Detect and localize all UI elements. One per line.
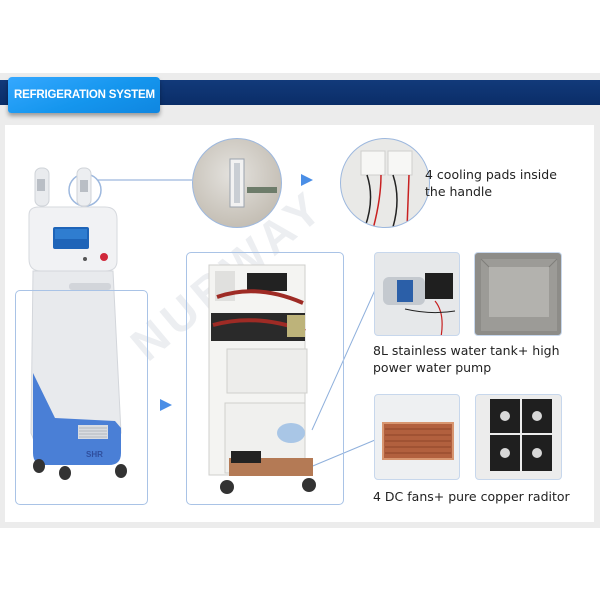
machine-image [25,163,135,483]
water-pump-photo [374,252,460,336]
internal-structure-image [208,264,316,494]
cooling-pads-caption: 4 cooling pads inside the handle [425,166,557,200]
caption-line: power water pump [373,360,492,375]
water-tank-photo [474,252,562,336]
arrow-right-icon [160,399,172,411]
handle-closeup-photo [192,138,282,228]
arrow-right-icon [301,174,313,186]
caption-line: 4 cooling pads inside [425,167,557,182]
internal-structure-frame [186,252,344,505]
dc-fans-photo [475,394,562,480]
caption-line: the handle [425,184,493,199]
copper-radiator-photo [374,394,460,480]
caption-line: 8L stainless water tank+ high [373,343,560,358]
section-tab: REFRIGERATION SYSTEM [8,77,160,113]
cooling-pads-photo [340,138,430,228]
water-tank-pump-caption: 8L stainless water tank+ high power wate… [373,342,560,376]
fans-radiator-caption: 4 DC fans+ pure copper raditor [373,488,570,505]
machine-model-label: SHR [86,450,103,459]
machine-body-highlight [15,290,148,505]
caption-line: 4 DC fans+ pure copper raditor [373,489,570,504]
